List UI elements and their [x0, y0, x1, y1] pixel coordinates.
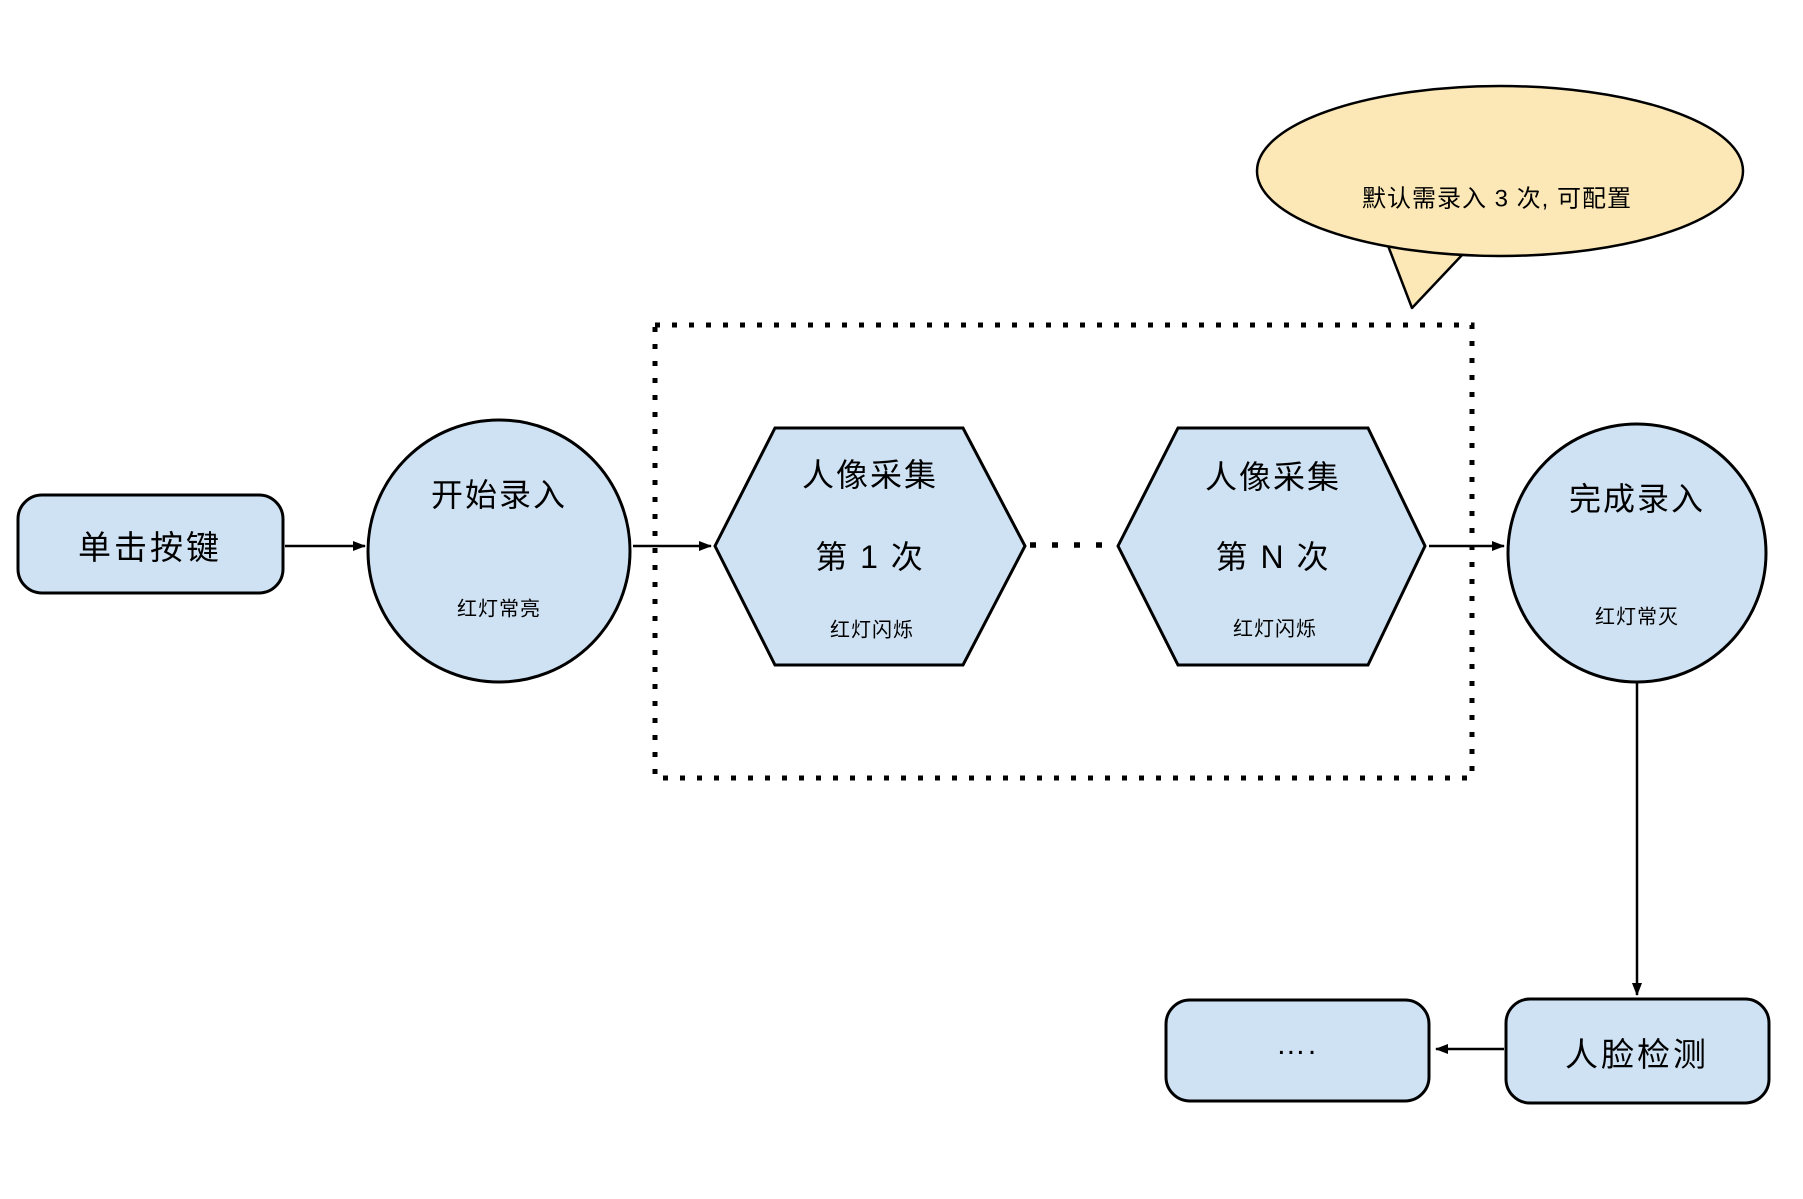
- start-enroll-title: 开始录入: [430, 477, 568, 513]
- click-button-label: 单击按键: [78, 529, 222, 566]
- capture-nth-subtitle: 红灯闪烁: [1233, 618, 1317, 641]
- start-enroll-node: [366, 418, 632, 684]
- capture-first-title: 人像采集: [801, 457, 939, 493]
- capture-first-node: [713, 426, 1027, 667]
- capture-first-subtitle: 红灯闪烁: [830, 619, 914, 642]
- finish-enroll-node: [1506, 422, 1768, 684]
- face-detect-node: [1504, 997, 1771, 1105]
- capture-nth-count: 第 N 次: [1215, 539, 1331, 575]
- face-detect-label: 人脸检测: [1565, 1036, 1709, 1073]
- callout-bubble: [1255, 84, 1745, 258]
- repeat-group-dotted-border: [652, 322, 1475, 781]
- callout-label: 默认需录入 3 次, 可配置: [1361, 185, 1633, 213]
- more-node: [1164, 998, 1431, 1103]
- more-label: ….: [1275, 1028, 1319, 1061]
- capture-nth-node: [1116, 426, 1427, 667]
- finish-enroll-subtitle: 红灯常灭: [1595, 606, 1679, 629]
- start-enroll-subtitle: 红灯常亮: [457, 598, 541, 621]
- capture-first-count: 第 1 次: [815, 539, 925, 575]
- capture-nth-title: 人像采集: [1204, 459, 1342, 495]
- finish-enroll-title: 完成录入: [1568, 481, 1706, 517]
- click-button-node: [16, 493, 285, 595]
